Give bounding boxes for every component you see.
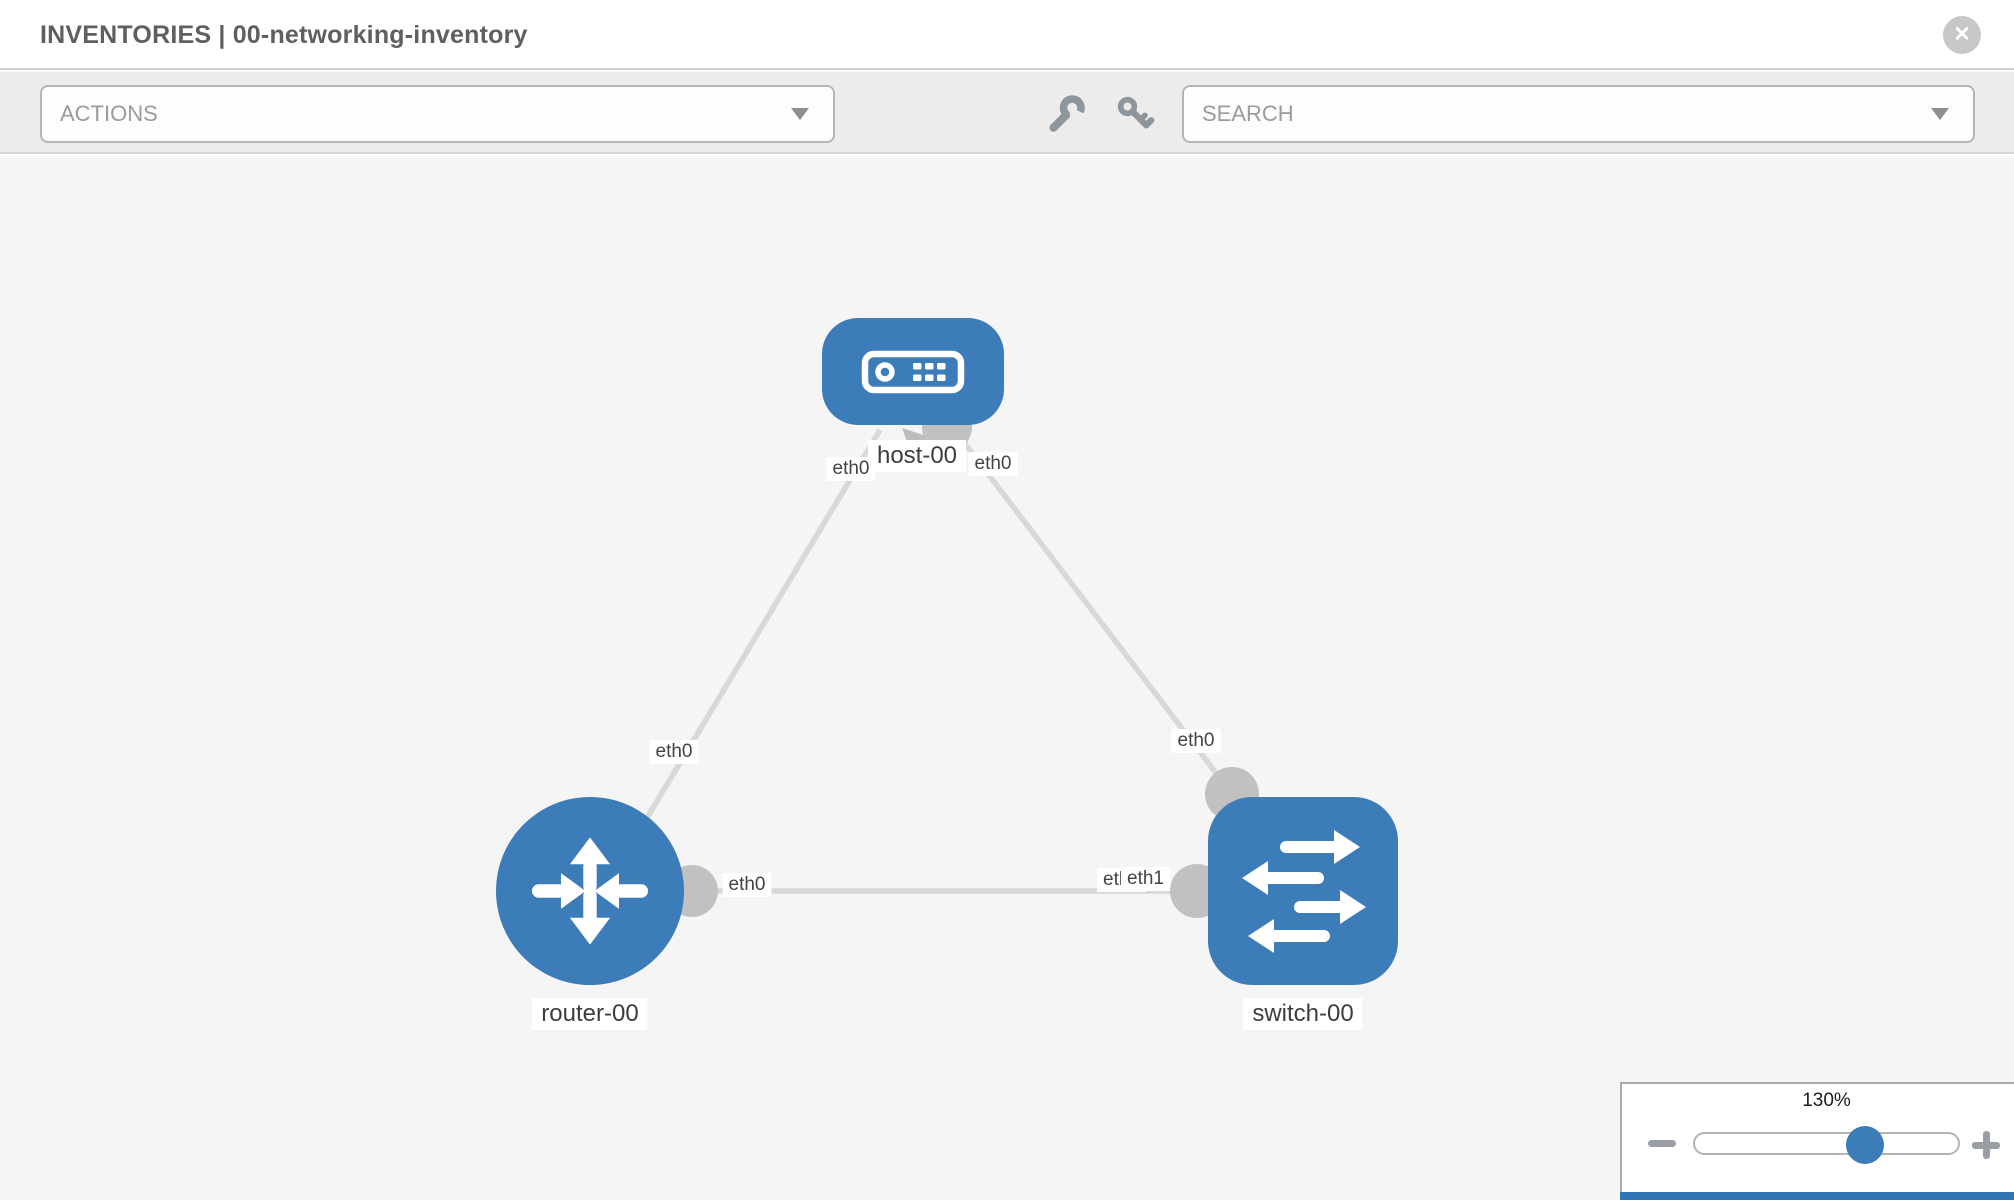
- node-label-switch: switch-00: [1243, 998, 1363, 1030]
- node-switch-00[interactable]: [1208, 797, 1398, 985]
- actions-dropdown[interactable]: ACTIONS: [40, 85, 835, 143]
- search-dropdown-label: SEARCH: [1202, 101, 1294, 126]
- zoom-level-value: 130%: [1802, 1090, 1851, 1111]
- switch-icon: [1242, 830, 1366, 953]
- key-panel-header-edge: [1620, 1192, 2014, 1200]
- node-host-00[interactable]: [822, 318, 1004, 425]
- node-label-router: router-00: [532, 998, 648, 1030]
- topology-edges: [590, 402, 1303, 918]
- topology-canvas[interactable]: host-00 router-00 switch-00 eth0 eth0 et…: [0, 156, 2014, 1200]
- port-label-router-eth0-right: eth0: [722, 873, 772, 897]
- close-icon[interactable]: ✕: [1943, 16, 1981, 54]
- key-icon[interactable]: [1115, 94, 1155, 134]
- chevron-down-icon: [791, 108, 809, 120]
- chevron-down-icon: [1931, 108, 1949, 120]
- router-icon: [531, 837, 649, 945]
- zoom-panel: 130%: [1620, 1082, 2014, 1200]
- actions-dropdown-label: ACTIONS: [60, 101, 158, 126]
- zoom-out-button[interactable]: [1648, 1140, 1676, 1147]
- zoom-slider-knob[interactable]: [1846, 1126, 1884, 1164]
- node-router-00[interactable]: [496, 797, 684, 985]
- host-icon: [861, 350, 965, 393]
- node-label-host: host-00: [867, 440, 967, 472]
- port-label-router-eth0-top: eth0: [649, 740, 699, 764]
- port-label-host-eth0-right: eth0: [968, 452, 1018, 476]
- port-label-switch-eth0-top: eth0: [1171, 729, 1221, 753]
- page-title: INVENTORIES | 00-networking-inventory: [40, 21, 528, 49]
- search-dropdown[interactable]: SEARCH: [1182, 85, 1975, 143]
- header: INVENTORIES | 00-networking-inventory ✕: [0, 0, 2014, 70]
- port-label-switch-eth1: eth1: [1121, 867, 1170, 891]
- zoom-slider-track[interactable]: [1693, 1132, 1960, 1155]
- port-label-host-eth0-left: eth0: [826, 457, 876, 481]
- toolbar: ACTIONS SEARCH: [0, 72, 2014, 154]
- zoom-in-button[interactable]: [1972, 1131, 2000, 1159]
- wrench-icon[interactable]: [1046, 94, 1086, 134]
